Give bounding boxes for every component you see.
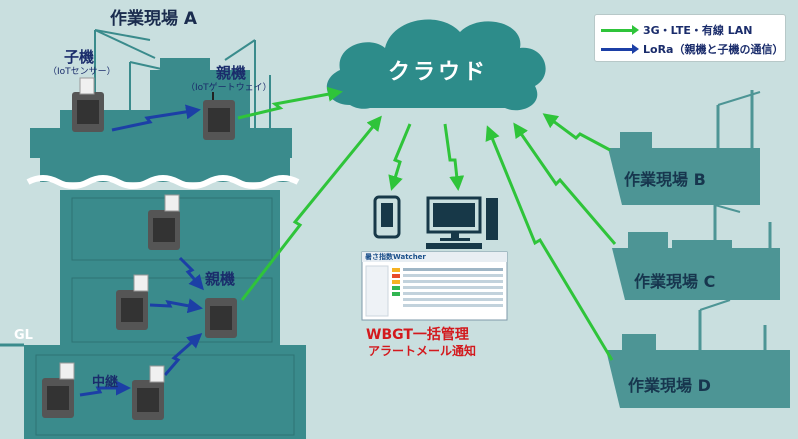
lora-links [79, 104, 204, 397]
blue-arrow-icon [601, 43, 639, 54]
child-device-subtitle: （IoTセンサー） [48, 67, 116, 77]
legend-item-lora: LoRa（親機と子機の通信） [601, 41, 783, 57]
cloud-shape [326, 19, 546, 111]
site-a-title: 作業現場 A [110, 9, 198, 29]
site-d-ship [606, 299, 790, 408]
lora-dev2-to-parent-mid [178, 256, 204, 291]
child-device-title: 子機 [64, 48, 95, 66]
link-ship-b-to-cloud [542, 113, 611, 152]
lora-relay-to-parent-mid [163, 333, 203, 376]
legend-item-wireless: 3G・LTE・有線 LAN [601, 22, 752, 38]
lora-dev4-to-relay [79, 380, 131, 397]
cloud-label: クラウド [388, 60, 489, 85]
sensor-device-3 [116, 274, 149, 330]
link-parent-top-to-cloud [237, 86, 343, 120]
software-logo: 暑さ指数Watcher [365, 253, 426, 261]
site-b-ship [608, 90, 761, 205]
relay-device [132, 365, 165, 420]
gateway-parent-top [203, 92, 235, 140]
software-caption-line2: アラートメール通知 [368, 344, 477, 358]
sensor-device-2 [148, 194, 180, 250]
pc-icon [426, 196, 498, 249]
wireless-links [237, 86, 617, 361]
link-ship-c-to-cloud [513, 122, 617, 245]
ground-level-label: GL [14, 328, 33, 343]
parent-device-top-subtitle: （IoTゲートウェイ） [186, 83, 272, 93]
lora-dev3-to-parent-mid [149, 298, 203, 314]
link-ship-d-to-cloud [485, 125, 614, 361]
link-cloud-to-pc [443, 123, 465, 191]
green-arrow-icon [601, 24, 639, 35]
site-d-title: 作業現場 D [628, 376, 711, 395]
site-c-title: 作業現場 C [634, 272, 716, 291]
legend-label-lora: LoRa（親機と子機の通信） [643, 43, 784, 56]
lora-child-to-parent-top [111, 104, 201, 132]
legend: 3G・LTE・有線 LAN LoRa（親機と子機の通信） [594, 14, 786, 62]
site-b-title: 作業現場 B [624, 170, 706, 189]
gateway-parent-mid [205, 298, 237, 338]
software-caption-line1: WBGT一括管理 [366, 327, 469, 343]
software-screenshot [361, 251, 508, 321]
legend-label-wireless: 3G・LTE・有線 LAN [643, 24, 753, 37]
sensor-child-device [72, 77, 104, 132]
sensor-device-4 [42, 362, 75, 418]
relay-label: 中継 [92, 375, 119, 390]
parent-device-mid-title: 親機 [205, 270, 236, 288]
smartphone-icon [373, 195, 401, 239]
parent-device-top-title: 親機 [216, 64, 247, 82]
site-c-ship [612, 204, 780, 300]
link-parent-mid-to-cloud [240, 115, 382, 301]
link-cloud-to-phone [388, 123, 412, 191]
